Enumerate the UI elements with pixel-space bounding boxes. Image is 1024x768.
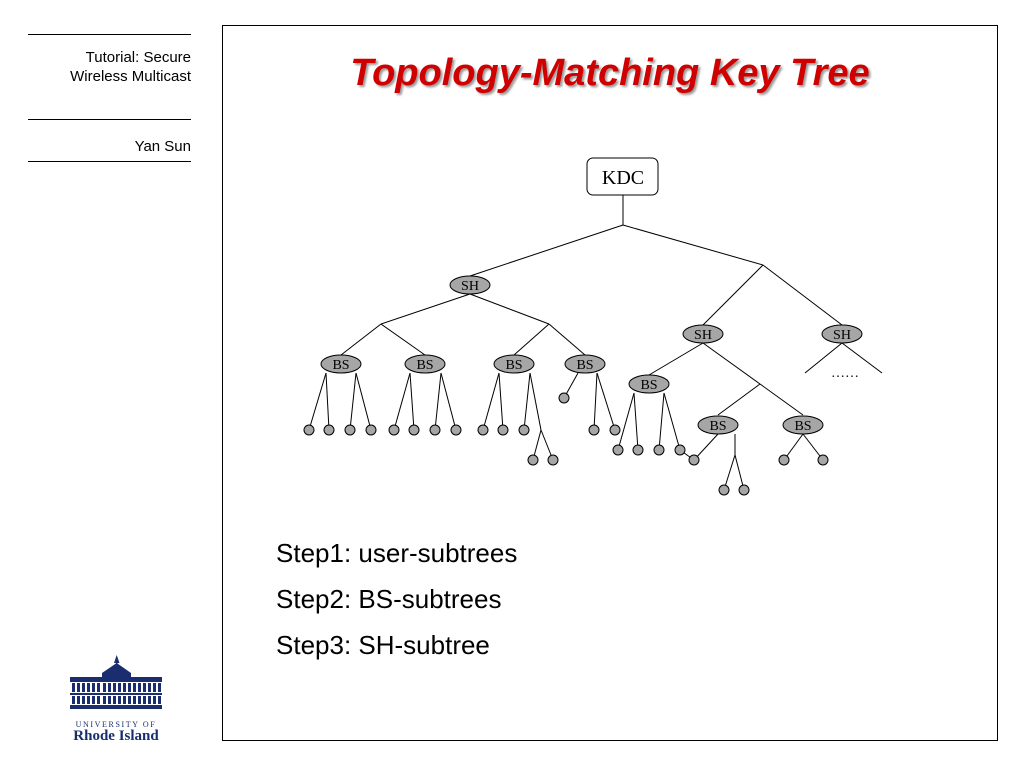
user-node — [718, 484, 730, 496]
bs-node — [320, 354, 362, 374]
user-node — [518, 424, 530, 436]
user-node — [547, 454, 559, 466]
bs-labels: BS BS BS BS BS BS BS — [332, 358, 811, 434]
sh-node-right — [821, 324, 863, 344]
sh-node-middle — [682, 324, 724, 344]
tree-edges — [308, 195, 883, 491]
user-node — [408, 424, 420, 436]
user-node — [817, 454, 829, 466]
user-node — [365, 424, 377, 436]
user-node — [477, 424, 489, 436]
user-node — [527, 454, 539, 466]
user-node — [738, 484, 750, 496]
bs-label: BS — [709, 419, 726, 434]
bs-node — [493, 354, 535, 374]
bs-label: BS — [640, 378, 657, 393]
bs-label: BS — [332, 358, 349, 373]
bs-label: BS — [794, 419, 811, 434]
bs-label: BS — [576, 358, 593, 373]
bs-label: BS — [416, 358, 433, 373]
sh-node-left — [449, 275, 491, 295]
sh-label: SH — [461, 279, 479, 294]
user-node — [653, 444, 665, 456]
sidebar-rule-bottom — [28, 161, 191, 162]
user-node — [303, 424, 315, 436]
sidebar-rule-middle — [28, 119, 191, 120]
user-node — [632, 444, 644, 456]
user-node — [497, 424, 509, 436]
course-title-line2: Wireless Multicast — [70, 68, 191, 85]
user-node — [429, 424, 441, 436]
kdc-node — [586, 157, 659, 196]
course-title-line1: Tutorial: Secure — [85, 49, 191, 66]
university-logo: UNIVERSITY OF Rhode Island — [66, 655, 166, 745]
user-node — [674, 444, 686, 456]
bs-node — [628, 374, 670, 394]
user-node — [612, 444, 624, 456]
bs-node — [564, 354, 606, 374]
user-node — [323, 424, 335, 436]
bs-node — [697, 415, 739, 435]
steps-list: Step1: user-subtrees Step2: BS-subtrees … — [276, 530, 517, 668]
user-node — [588, 424, 600, 436]
sh-label: SH — [833, 328, 851, 343]
sidebar-rule-top — [28, 34, 191, 35]
user-nodes — [303, 392, 829, 496]
sh-labels: SH SH SH — [461, 279, 851, 343]
bs-node — [404, 354, 446, 374]
user-node — [450, 424, 462, 436]
university-building-icon — [70, 655, 162, 709]
slide-frame — [222, 25, 998, 741]
user-node — [388, 424, 400, 436]
step-item-2: Step2: BS-subtrees — [276, 584, 502, 614]
step-item-1: Step1: user-subtrees — [276, 538, 518, 568]
bs-label: BS — [505, 358, 522, 373]
user-node — [344, 424, 356, 436]
bs-node — [782, 415, 824, 435]
slide-title: Topology-Matching Key Tree — [350, 52, 870, 94]
ellipsis-label: …… — [831, 366, 859, 381]
author-name: Yan Sun — [134, 138, 191, 155]
kdc-label: KDC — [602, 167, 644, 189]
step-item-3: Step3: SH-subtree — [276, 630, 490, 660]
logo-text-university-of: UNIVERSITY OF — [75, 720, 157, 729]
user-node — [609, 424, 621, 436]
bs-nodes — [320, 354, 824, 435]
user-node — [558, 392, 570, 404]
user-node — [778, 454, 790, 466]
sh-label: SH — [694, 328, 712, 343]
logo-text-rhode-island: Rhode Island — [73, 728, 159, 744]
sh-nodes — [449, 275, 863, 344]
user-node — [688, 454, 700, 466]
course-title: Tutorial: Secure Wireless Multicast — [28, 48, 191, 86]
